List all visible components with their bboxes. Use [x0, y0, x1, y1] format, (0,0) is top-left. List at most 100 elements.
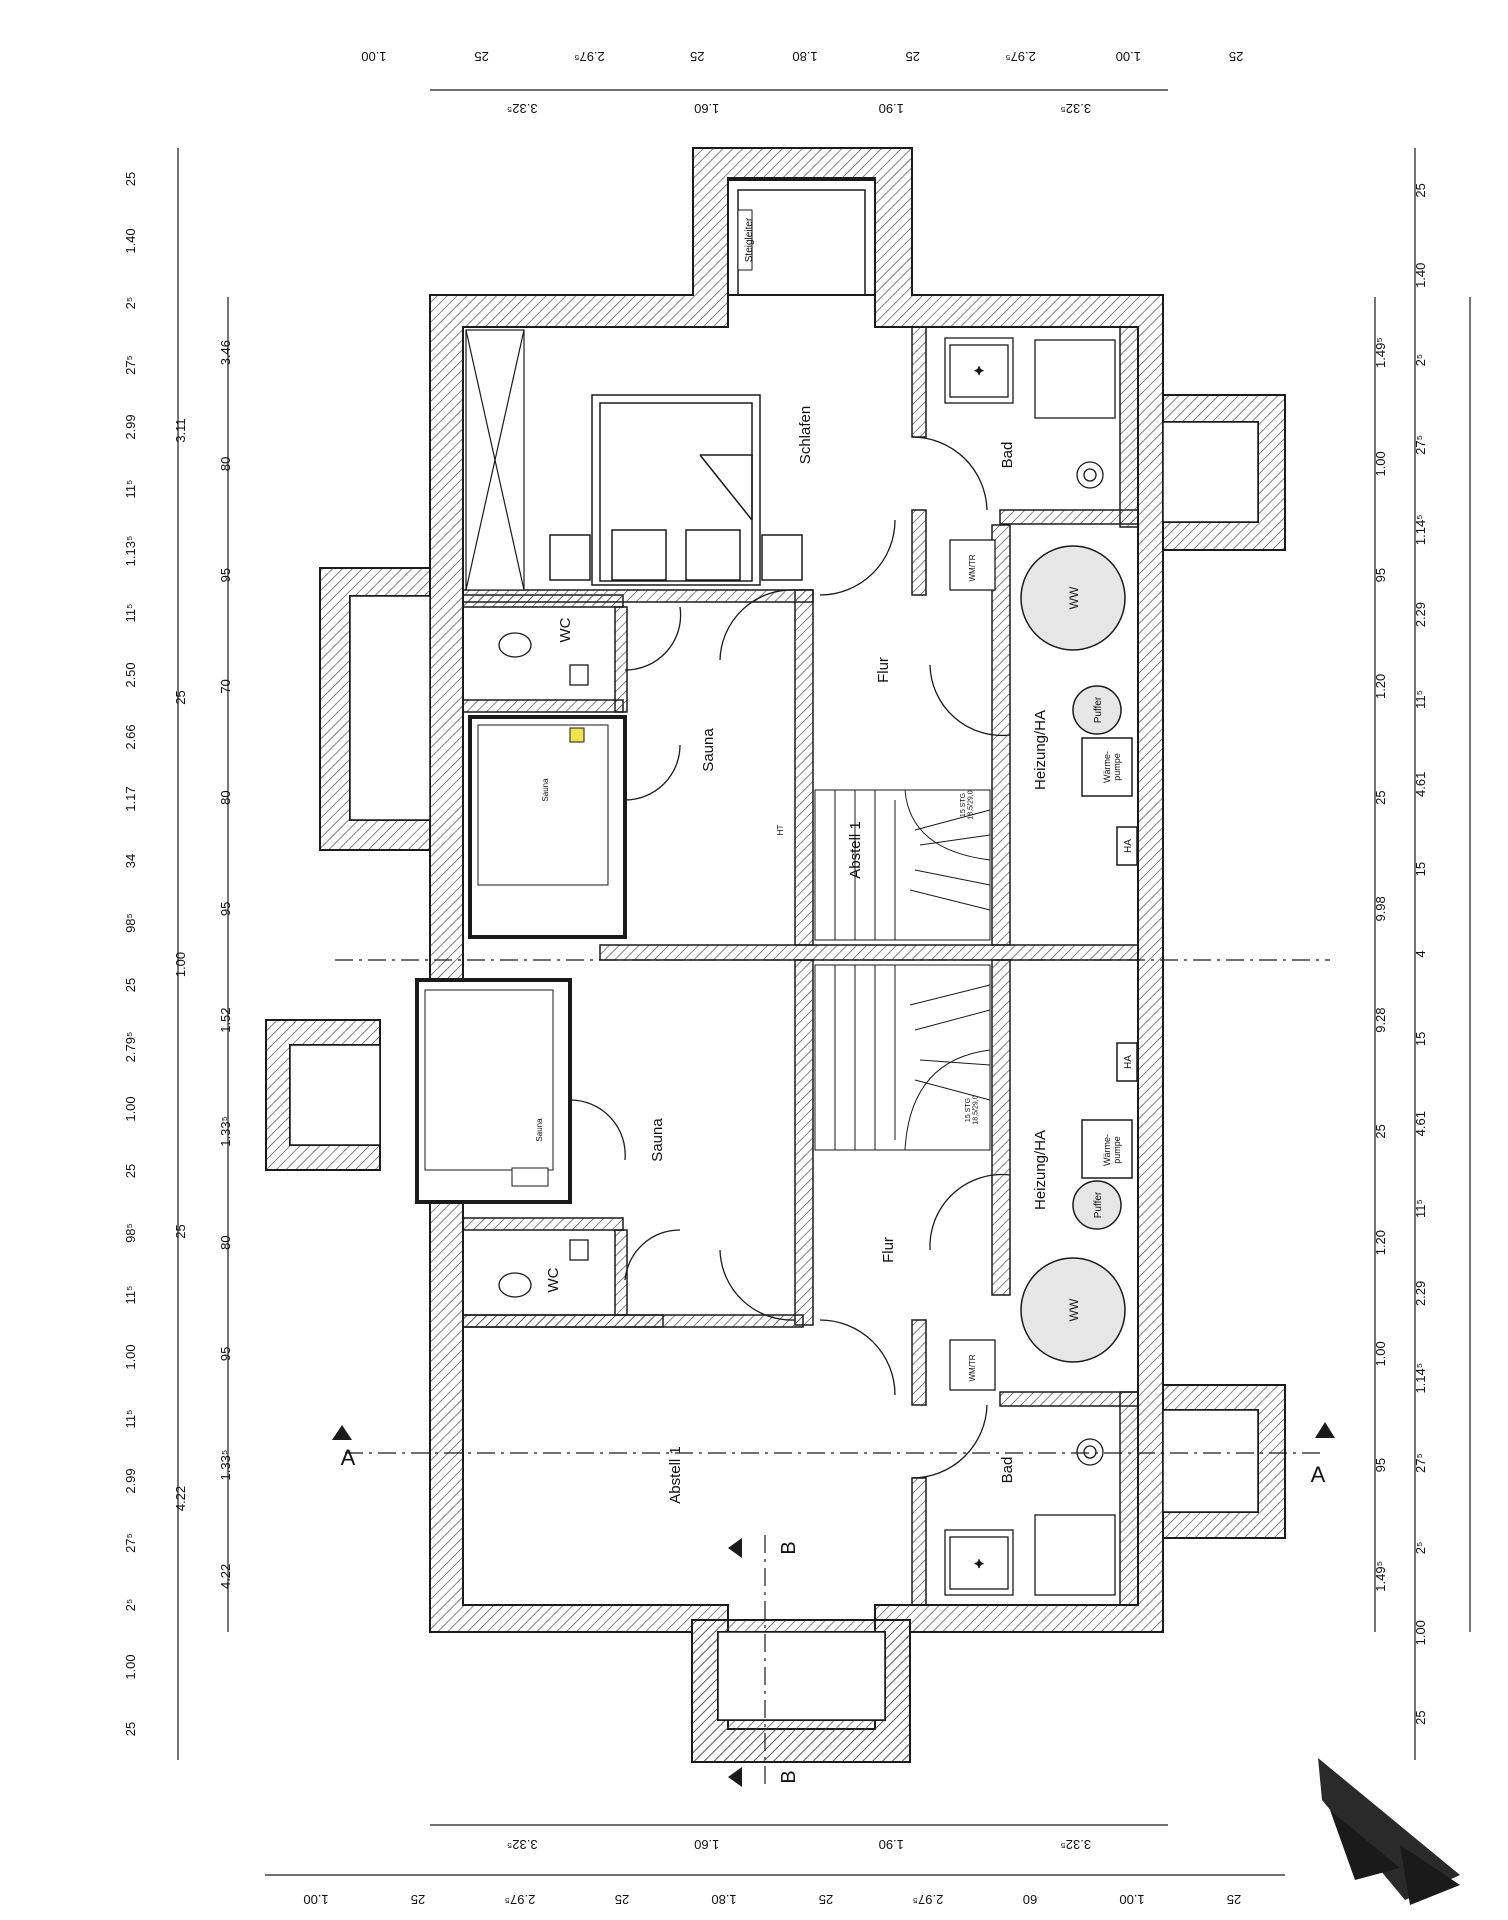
stairs-bottom-label: 15 STG18,5/29,0 [965, 1095, 980, 1124]
doors [569, 436, 1011, 1479]
dimension-label: 3.11 [173, 418, 188, 442]
dimension-label: 2.50 [123, 662, 138, 687]
room-bad-top: Bad [999, 442, 1016, 469]
sauna-cabin-bottom-label: Sauna [535, 1118, 544, 1142]
room-schlafen: Schlafen [797, 406, 814, 464]
dimension-label: 1.60 [694, 101, 719, 116]
section-markers [332, 1422, 1335, 1787]
dimension-label: 1.00 [173, 952, 188, 977]
section-marker-b-top: B [778, 1541, 800, 1554]
dimension-label: 4.61 [1413, 772, 1428, 797]
dimension-label: 1.52 [218, 1007, 233, 1032]
dimension-label: 2.99 [123, 414, 138, 439]
dimension-label: 9.98 [1373, 896, 1388, 921]
room-abstell-bottom: Abstell 1 [667, 1446, 684, 1504]
puffer-bottom-label: Puffer [1093, 1191, 1104, 1218]
dimension-label: 1.20 [1373, 1230, 1388, 1255]
dimension-label: 1.17 [123, 786, 138, 811]
waerme-top-label: Wärme-pumpe [1102, 751, 1122, 783]
dimension-label: 1.33⁵ [218, 1450, 233, 1481]
svg-text:✦: ✦ [974, 364, 984, 378]
dimension-label: 25 [1373, 1124, 1388, 1138]
dimension-label: 1.00 [361, 49, 386, 64]
ww-bottom-label: WW [1067, 1298, 1081, 1321]
dimension-label: 27⁵ [123, 355, 138, 375]
dimension-label: 11⁵ [123, 1410, 138, 1429]
dimension-label: 2.29 [1413, 1281, 1428, 1306]
dimension-label: 27⁵ [1413, 435, 1428, 455]
dimension-label: 3.32⁵ [507, 101, 538, 116]
dimension-label: 34 [123, 854, 138, 868]
dimension-label: 1.00 [1373, 1341, 1388, 1366]
dimension-label: 95 [218, 568, 233, 582]
dimension-label: 1.00 [303, 1892, 328, 1907]
dimension-label: 1.13⁵ [123, 536, 138, 567]
room-heizung-top: Heizung/HA [1032, 710, 1049, 790]
dimension-label: 15 [1413, 862, 1428, 876]
dimension-label: 1.00 [123, 1654, 138, 1679]
dimension-label: 25 [819, 1892, 833, 1907]
puffer-tank-bottom [1072, 1180, 1122, 1230]
dimension-label: 25 [173, 690, 188, 704]
room-labels: Schlafen Bad WC Flur Sauna Heizung/HA Ab… [545, 406, 1049, 1504]
dimension-label: 25 [1373, 790, 1388, 804]
ha-bottom-label: HA [1123, 1055, 1134, 1069]
dimension-label: 25 [123, 172, 138, 186]
dimension-label: 25 [123, 1164, 138, 1178]
dimension-label: 2.97⁵ [1005, 49, 1036, 64]
room-flur-top: Flur [875, 657, 892, 683]
dimension-label: 25 [123, 1722, 138, 1736]
room-abstell-top: Abstell 1 [847, 821, 864, 879]
dimension-label: 1.33⁵ [218, 1116, 233, 1147]
dimension-label: 4 [1413, 950, 1428, 957]
puffer-top-label: Puffer [1093, 696, 1104, 723]
dimension-label: 27⁵ [123, 1533, 138, 1553]
dimension-label: 95 [1373, 568, 1388, 582]
svg-text:✦: ✦ [974, 1557, 984, 1571]
room-bad-bottom: Bad [999, 1457, 1016, 1484]
dimension-label: 25 [123, 978, 138, 992]
stairs-bottom [814, 964, 991, 1151]
dimension-label: 1.90 [879, 101, 904, 116]
interior-walls [462, 326, 1139, 1606]
dimension-label: 2⁵ [123, 297, 138, 310]
dimension-label: 2⁵ [123, 1599, 138, 1612]
waermepumpe-bottom [1081, 1119, 1133, 1179]
dimension-label: 3.32⁵ [1060, 101, 1091, 116]
heating-equipment [1020, 545, 1138, 1363]
dimension-label: 2.99 [123, 1468, 138, 1493]
dimension-label: 11⁵ [123, 480, 138, 499]
dimension-label: 1.90 [879, 1837, 904, 1852]
dimension-label: 11⁵ [1413, 690, 1428, 709]
north-arrow-icon [1318, 1758, 1460, 1905]
ha-top-label: HA [1123, 839, 1134, 853]
dimension-label: 15 [1413, 1032, 1428, 1046]
bath-bottom: ✦ [944, 1339, 1116, 1596]
dimension-label: 9.28 [1373, 1007, 1388, 1032]
room-sauna-top: Sauna [700, 728, 717, 772]
dimension-label: 4.22 [218, 1564, 233, 1589]
dimension-label: 1.14⁵ [1413, 514, 1428, 545]
sauna-cabin-top-label: Sauna [541, 778, 550, 802]
dimension-label: 25 [474, 49, 488, 64]
dimension-label: 2.79⁵ [123, 1032, 138, 1063]
dimension-label: 3.32⁵ [1060, 1837, 1091, 1852]
dimension-label: 1.20 [1373, 674, 1388, 699]
dimension-label: 25 [1229, 49, 1243, 64]
dimension-label: 1.00 [123, 1344, 138, 1369]
dimension-label: 1.00 [1116, 49, 1141, 64]
dimension-label: 2⁵ [1413, 1542, 1428, 1555]
dimension-label: 1.00 [123, 1096, 138, 1121]
dimension-label: 1.49⁵ [1373, 1561, 1388, 1592]
ww-tank-bottom [1020, 1257, 1126, 1363]
dimension-label: 95 [1373, 1458, 1388, 1472]
dimension-label: 4.22 [173, 1486, 188, 1511]
window-wells: Steigleiter [265, 179, 1286, 1763]
dimension-label: 1.60 [694, 1837, 719, 1852]
dimension-label: 80 [218, 457, 233, 471]
dimension-label: 3.46 [218, 340, 233, 365]
sauna-cabins: Sauna Sauna [415, 715, 627, 1204]
dimension-label: 2.29 [1413, 602, 1428, 627]
